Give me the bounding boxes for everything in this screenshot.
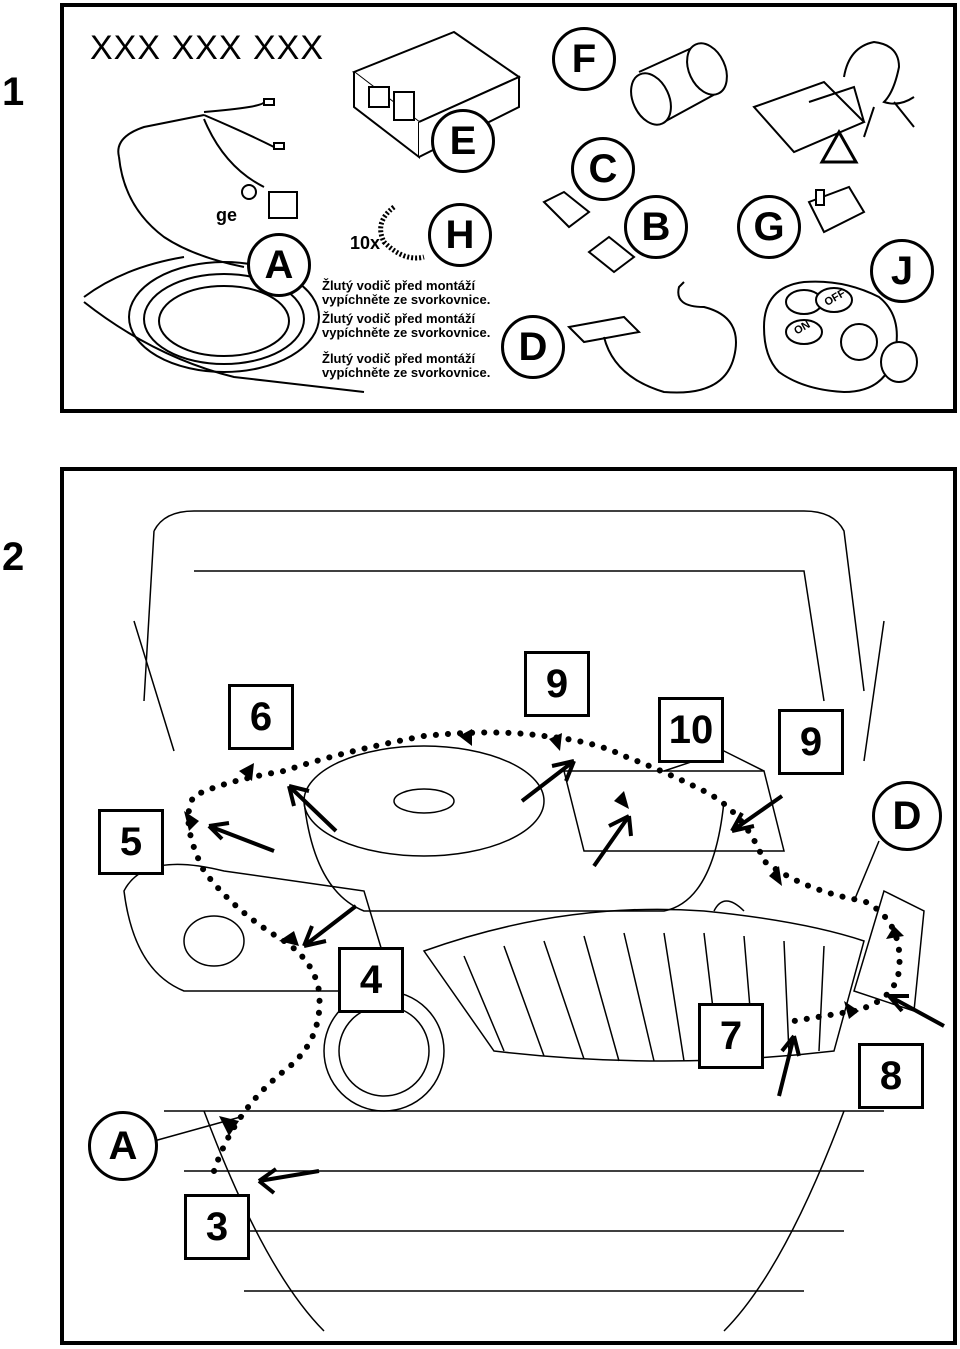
tenx-label: 10x [350,233,381,253]
warning-icon [819,128,859,164]
step-box-3: 3 [184,1194,250,1260]
step-box-7: 7 [698,1003,764,1069]
part-label-e: E [431,109,495,173]
step-box-6: 6 [228,684,294,750]
part-label-a-install: A [88,1111,158,1181]
cable-tie [378,205,425,261]
part-label-h: H [428,203,492,267]
parts-panel: XXX XXX XXX ge 10x A H E F C B G J D Žlu… [60,3,957,413]
part-label-g: G [737,195,801,259]
step-box-10: 10 [658,697,724,763]
step-box-4: 4 [338,947,404,1013]
parts-drawing [83,30,918,394]
part-label-c: C [571,137,635,201]
step-box-5: 5 [98,809,164,875]
step-box-8: 8 [858,1043,924,1109]
step-number-2: 2 [2,535,25,579]
engine-bay-drawing [123,510,945,1332]
part-label-j: J [870,239,934,303]
part-label-d-install: D [872,781,942,851]
kit-title: XXX XXX XXX [90,29,324,67]
part-label-f: F [552,27,616,91]
part-label-b: B [624,195,688,259]
step-box-9-right: 9 [778,709,844,775]
step-number-1: 1 [2,70,25,114]
ge-label: ge [216,205,238,225]
part-label-a: A [247,233,311,297]
part-label-d: D [501,315,565,379]
step-box-9-top: 9 [524,651,590,717]
installation-panel: 6 9 10 9 5 D 4 7 8 A 3 [60,467,957,1345]
